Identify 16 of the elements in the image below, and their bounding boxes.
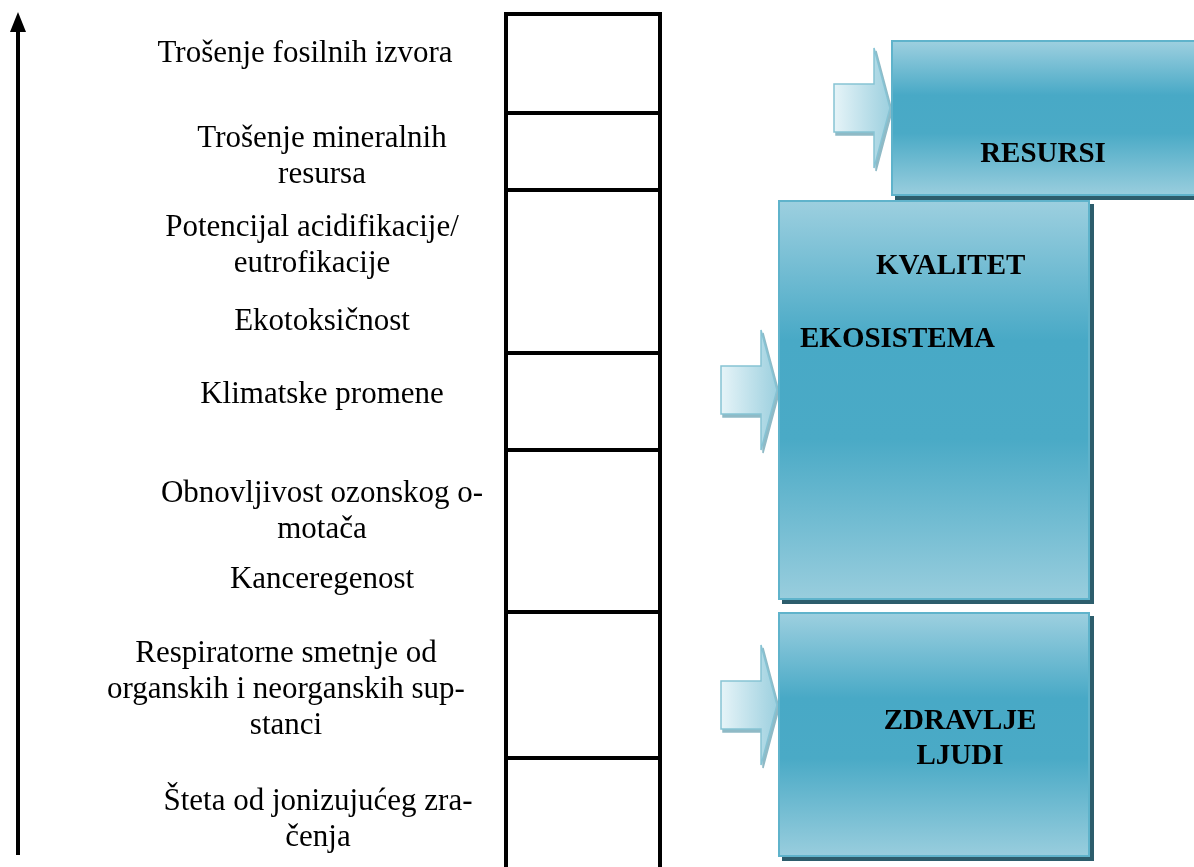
category-label: Potencijal acidifikacije/ eutrofikacije xyxy=(164,208,460,280)
block-arrow xyxy=(720,644,778,766)
category-label: Trošenje mineralnih resursa xyxy=(196,119,448,191)
category-title: KVALITET xyxy=(876,247,1026,282)
category-label: Ekotoksičnost xyxy=(233,302,411,338)
block-arrow xyxy=(720,329,778,451)
category-label: Šteta od jonizujućeg zra- čenja xyxy=(162,782,474,854)
category-label: Obnovljivost ozonskog o- motača xyxy=(159,474,485,546)
category-title: EKOSISTEMA xyxy=(800,320,995,355)
category-title: RESURSI xyxy=(979,135,1107,170)
category-label: Klimatske promene xyxy=(199,375,445,411)
category-label: Trošenje fosilnih izvora xyxy=(156,34,454,70)
category-label: Kanceregenost xyxy=(228,560,416,596)
category-title: ZDRAVLJE LJUDI xyxy=(882,702,1038,772)
category-label: Respiratorne smetnje od organskih i neorganskih sup- stanci xyxy=(106,634,466,742)
block-arrow xyxy=(833,47,891,169)
